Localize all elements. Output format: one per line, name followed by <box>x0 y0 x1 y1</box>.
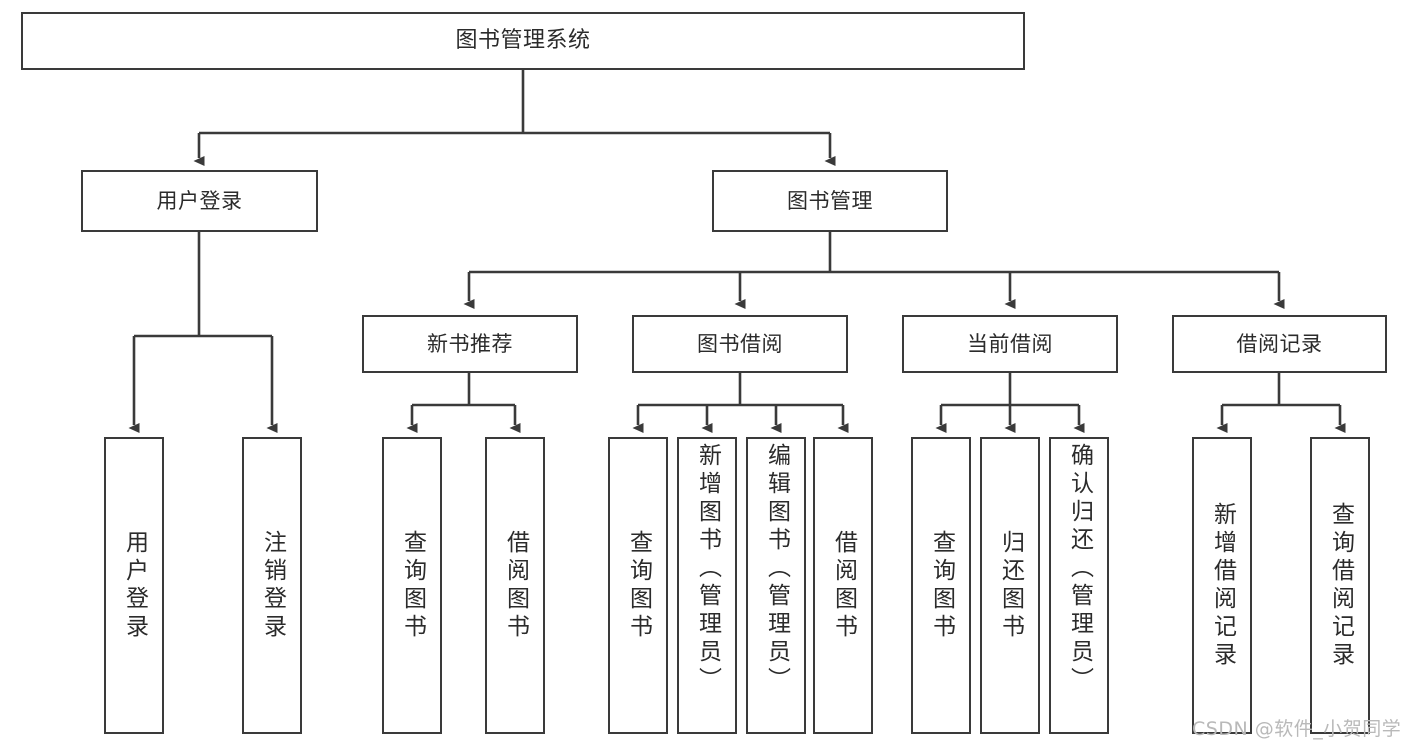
node-user-login-label: 用户登录 <box>156 188 243 213</box>
node-leaf-user-logout[interactable]: 注销登录 <box>242 437 302 734</box>
node-leaf-borrow-book-rec-label: 借阅图书 <box>502 529 529 642</box>
node-leaf-borrow-book-rec[interactable]: 借阅图书 <box>485 437 545 734</box>
node-book-borrow[interactable]: 图书借阅 <box>632 315 848 373</box>
node-leaf-add-book[interactable]: 新增图书（管理员） <box>677 437 737 734</box>
node-leaf-confirm-return[interactable]: 确认归还（管理员） <box>1049 437 1109 734</box>
node-current-borrow-label: 当前借阅 <box>967 331 1053 356</box>
node-leaf-borrow-book-label: 借阅图书 <box>830 529 857 642</box>
node-leaf-return-book[interactable]: 归还图书 <box>980 437 1040 734</box>
node-leaf-query-book-rec[interactable]: 查询图书 <box>382 437 442 734</box>
node-borrow-record[interactable]: 借阅记录 <box>1172 315 1387 373</box>
node-leaf-confirm-return-label: 确认归还（管理员） <box>1066 443 1093 695</box>
node-book-borrow-label: 图书借阅 <box>697 331 783 356</box>
node-root[interactable]: 图书管理系统 <box>21 12 1025 70</box>
node-leaf-edit-book-label: 编辑图书（管理员） <box>763 443 790 695</box>
node-leaf-query-record-label: 查询借阅记录 <box>1327 501 1354 670</box>
node-leaf-query-book-rec-label: 查询图书 <box>399 529 426 642</box>
node-leaf-user-login[interactable]: 用户登录 <box>104 437 164 734</box>
node-leaf-query-book-borrow[interactable]: 查询图书 <box>608 437 668 734</box>
node-new-book-recommend-label: 新书推荐 <box>427 331 513 356</box>
node-current-borrow[interactable]: 当前借阅 <box>902 315 1118 373</box>
node-borrow-record-label: 借阅记录 <box>1236 331 1323 356</box>
node-leaf-borrow-book[interactable]: 借阅图书 <box>813 437 873 734</box>
csdn-watermark: CSDN @软件_小贺同学 <box>1192 718 1402 740</box>
node-new-book-recommend[interactable]: 新书推荐 <box>362 315 578 373</box>
node-book-manage[interactable]: 图书管理 <box>712 170 948 232</box>
node-leaf-add-record[interactable]: 新增借阅记录 <box>1192 437 1252 734</box>
node-leaf-return-book-label: 归还图书 <box>997 529 1024 642</box>
node-leaf-user-logout-label: 注销登录 <box>259 529 286 642</box>
node-leaf-query-record[interactable]: 查询借阅记录 <box>1310 437 1370 734</box>
node-leaf-add-book-label: 新增图书（管理员） <box>694 443 721 695</box>
node-book-manage-label: 图书管理 <box>787 188 873 213</box>
node-leaf-query-book-borrow-label: 查询图书 <box>625 529 652 642</box>
node-leaf-query-book-current[interactable]: 查询图书 <box>911 437 971 734</box>
node-leaf-edit-book[interactable]: 编辑图书（管理员） <box>746 437 806 734</box>
node-root-label: 图书管理系统 <box>455 28 591 54</box>
node-leaf-add-record-label: 新增借阅记录 <box>1209 501 1236 670</box>
node-user-login[interactable]: 用户登录 <box>81 170 318 232</box>
node-leaf-user-login-label: 用户登录 <box>121 529 148 642</box>
node-leaf-query-book-current-label: 查询图书 <box>928 529 955 642</box>
